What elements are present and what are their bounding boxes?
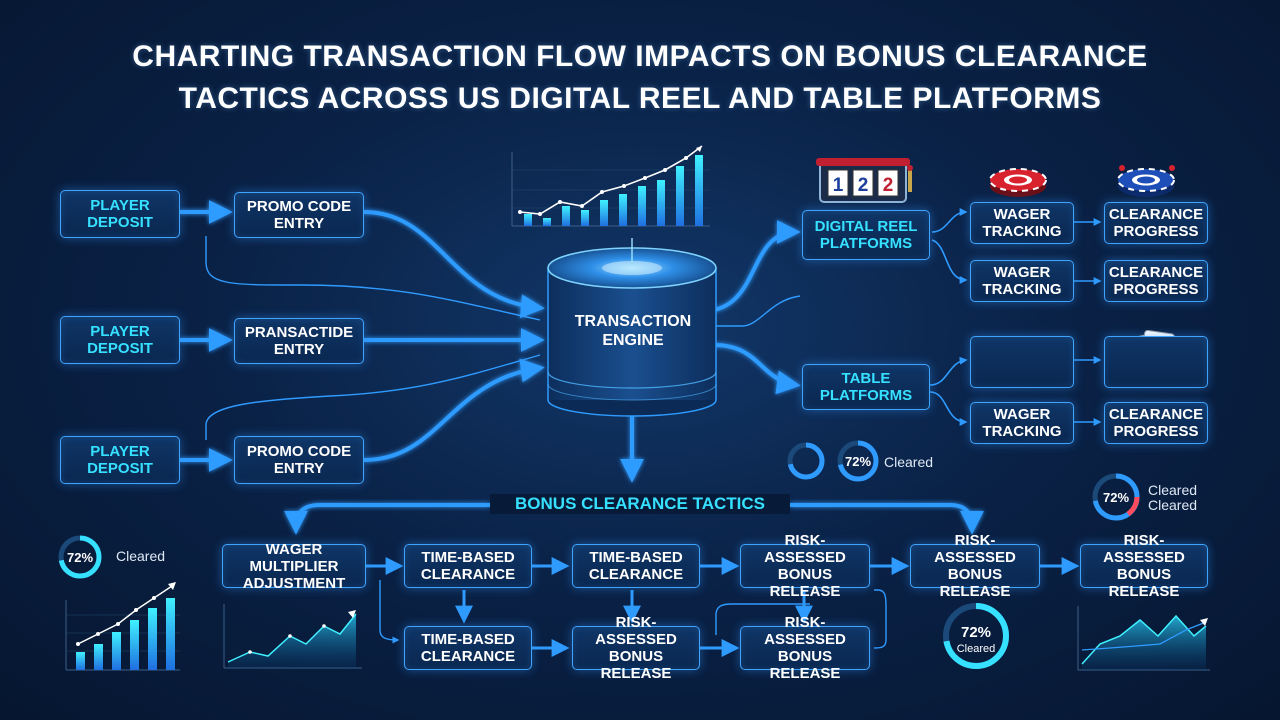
tactic-top-3-label: TIME-BASED CLEARANCE: [588, 549, 684, 583]
reel-clearance-progress-2[interactable]: CLEARANCE PROGRESS: [1104, 260, 1208, 302]
table-chip-panel: [970, 336, 1074, 388]
promo-code-entry-1[interactable]: PROMO CODE ENTRY: [234, 192, 364, 238]
reel-clearance-progress-1-label: CLEARANCE PROGRESS: [1108, 206, 1204, 240]
table-cards-panel: [1104, 336, 1208, 388]
page-title: CHARTING TRANSACTION FLOW IMPACTS ON BON…: [40, 36, 1240, 120]
gauge-right: 72%: [1092, 473, 1140, 521]
table-platforms-label: TABLE PLATFORMS: [819, 370, 913, 404]
table-wager-tracking[interactable]: WAGER TRACKING: [970, 402, 1074, 444]
reel-wager-tracking-1[interactable]: WAGER TRACKING: [970, 202, 1074, 244]
slot-digit-2: 2: [858, 175, 869, 196]
transaction-entry[interactable]: PRANSACTIDE ENTRY: [234, 318, 364, 364]
top-growth-chart: [511, 145, 710, 227]
table-clearance-progress[interactable]: CLEARANCE PROGRESS: [1104, 402, 1208, 444]
tactics-connectors: [366, 557, 1080, 657]
tactic-top-6-label: RISK-ASSESSED BONUS RELEASE: [1103, 532, 1185, 600]
tactic-risk-assessed-3[interactable]: RISK-ASSESSED BONUS RELEASE: [1080, 532, 1208, 600]
digital-reel-platforms[interactable]: DIGITAL REEL PLATFORMS: [802, 210, 930, 260]
gauge-mid-value: 72%: [845, 454, 871, 469]
gauge-mid-empty: [787, 442, 825, 480]
engine-to-platforms: [713, 220, 801, 395]
promo-code-entry-1-label: PROMO CODE ENTRY: [246, 198, 352, 232]
bottom-area-chart-left: [223, 604, 362, 669]
casino-chip-icon: [989, 168, 1047, 197]
gauge-mid-label: Cleared: [884, 454, 934, 470]
slot-digit-1: 1: [833, 175, 844, 196]
tactic-wager-multiplier[interactable]: WAGER MULTIPLIER ADJUSTMENT: [222, 541, 366, 592]
gauge-right-value: 72%: [1103, 490, 1129, 505]
transaction-entry-label: PRANSACTIDE ENTRY: [244, 324, 354, 358]
transaction-engine-label[interactable]: TRANSACTION ENGINE: [574, 313, 692, 349]
tactic-top-2-label: TIME-BASED CLEARANCE: [420, 549, 516, 583]
reel-branches: [931, 208, 1102, 285]
table-clearance-progress-label: CLEARANCE PROGRESS: [1108, 406, 1204, 440]
tactic-risk-assessed-1[interactable]: RISK-ASSESSED BONUS RELEASE: [740, 532, 870, 600]
transaction-engine-cylinder: [547, 238, 717, 417]
tactic-bottom-time-based[interactable]: TIME-BASED CLEARANCE: [404, 626, 532, 670]
reel-wager-tracking-2[interactable]: WAGER TRACKING: [970, 260, 1074, 302]
gauge-bottom-label: Cleared: [957, 643, 996, 655]
title-line-2: TACTICS ACROSS US DIGITAL REEL AND TABLE…: [178, 82, 1102, 115]
tactic-time-based-1[interactable]: TIME-BASED CLEARANCE: [404, 544, 532, 588]
bottom-area-chart-right: [1077, 606, 1210, 671]
gauge-bottom: 72% Cleared: [943, 603, 1009, 669]
bottom-left-bar-chart: [65, 582, 180, 671]
table-branches: [929, 356, 1102, 426]
promo-code-entry-2-label: PROMO CODE ENTRY: [246, 443, 352, 477]
gauge-right-label-2: Cleared: [1148, 497, 1198, 513]
tactic-time-based-2[interactable]: TIME-BASED CLEARANCE: [572, 544, 700, 588]
player-deposit-2[interactable]: PLAYER DEPOSIT: [60, 316, 180, 364]
bonus-clearance-tactics-label: BONUS CLEARANCE TACTICS: [490, 494, 790, 514]
engine-to-tactics: [284, 410, 984, 535]
tactic-bottom-risk-assessed-2[interactable]: RISK-ASSESSED BONUS RELEASE: [740, 614, 870, 682]
input-thin-connectors: [205, 236, 541, 440]
player-deposit-3-label: PLAYER DEPOSIT: [87, 443, 153, 477]
reel-clearance-progress-2-label: CLEARANCE PROGRESS: [1108, 264, 1204, 298]
slot-machine-icon: 1 2 2: [816, 158, 913, 203]
gauge-bottom-value: 72%: [961, 624, 991, 641]
gauge-mid: 72%: [837, 440, 879, 482]
table-platforms[interactable]: TABLE PLATFORMS: [802, 364, 930, 410]
gauge-left: 72%: [58, 535, 102, 579]
title-line-1: CHARTING TRANSACTION FLOW IMPACTS ON BON…: [132, 40, 1148, 73]
tactic-bottom-risk-assessed-1[interactable]: RISK-ASSESSED BONUS RELEASE: [572, 614, 700, 682]
tactic-bottom-2-label: RISK-ASSESSED BONUS RELEASE: [595, 614, 677, 682]
tactic-bottom-3-label: RISK-ASSESSED BONUS RELEASE: [764, 614, 846, 682]
reel-wager-tracking-1-label: WAGER TRACKING: [982, 206, 1062, 240]
player-deposit-1[interactable]: PLAYER DEPOSIT: [60, 190, 180, 238]
tactic-risk-assessed-2[interactable]: RISK-ASSESSED BONUS RELEASE: [910, 532, 1040, 600]
input-connectors: [180, 200, 545, 472]
casino-chip-icon-blue: [1117, 165, 1175, 197]
tactic-top-1-label: WAGER MULTIPLIER ADJUSTMENT: [242, 540, 346, 592]
table-wager-tracking-label: WAGER TRACKING: [982, 406, 1062, 440]
tactics-thin-connectors: [379, 580, 887, 649]
tactic-top-5-label: RISK-ASSESSED BONUS RELEASE: [934, 532, 1016, 600]
gauge-left-value: 72%: [67, 550, 93, 565]
reel-wager-tracking-2-label: WAGER TRACKING: [982, 264, 1062, 298]
engine-thin-connectors: [716, 295, 801, 327]
player-deposit-2-label: PLAYER DEPOSIT: [87, 323, 153, 357]
tactic-top-4-label: RISK-ASSESSED BONUS RELEASE: [764, 532, 846, 600]
gauge-right-label-1: Cleared: [1148, 482, 1198, 498]
player-deposit-1-label: PLAYER DEPOSIT: [87, 197, 153, 231]
slot-digit-3: 2: [883, 175, 894, 196]
player-deposit-3[interactable]: PLAYER DEPOSIT: [60, 436, 180, 484]
gauge-left-label: Cleared: [116, 548, 166, 564]
reel-clearance-progress-1[interactable]: CLEARANCE PROGRESS: [1104, 202, 1208, 244]
tactic-bottom-1-label: TIME-BASED CLEARANCE: [420, 631, 516, 665]
promo-code-entry-2[interactable]: PROMO CODE ENTRY: [234, 436, 364, 484]
digital-reel-platforms-label: DIGITAL REEL PLATFORMS: [814, 218, 918, 252]
gauge-right-labels: Cleared Cleared: [1148, 483, 1197, 513]
